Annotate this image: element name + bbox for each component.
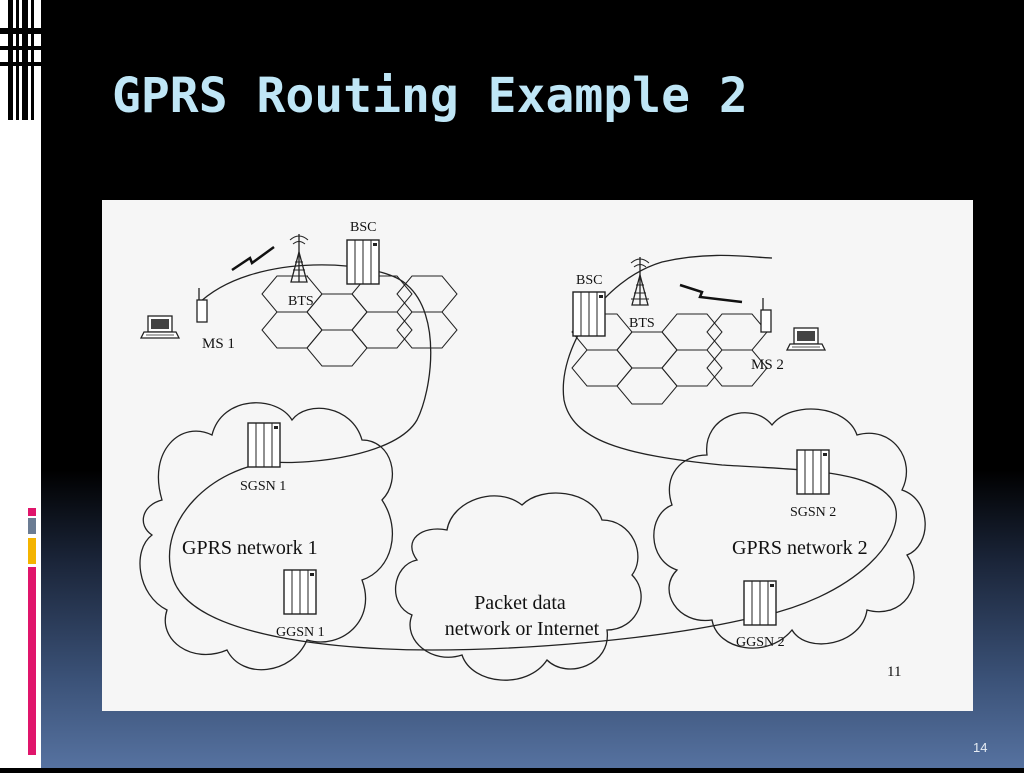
slide-number: 14 [973,740,988,755]
gprs-routing-diagram: BSC BTS MS 1 BSC BTS MS 2 SGSN 1 GPRS ne… [102,200,973,711]
ms1-phone-icon [196,287,208,323]
bts-right-tower-icon [630,256,650,306]
bts-left-tower-icon [289,233,309,283]
left-decor-graphic [0,0,41,755]
label-sgsn2: SGSN 2 [790,505,836,520]
label-pdn-line1: Packet data [474,592,566,614]
label-bsc-right: BSC [576,273,602,288]
label-sgsn1: SGSN 1 [240,479,286,494]
label-bts-left: BTS [288,294,314,309]
routing-path [169,254,897,651]
ms2-phone-icon [760,297,772,333]
label-bts-right: BTS [629,316,655,331]
sgsn1-rack-icon [247,422,281,468]
ggsn2-rack-icon [743,580,777,626]
label-pdn-line2: network or Internet [445,618,600,640]
bsc-left-rack-icon [346,239,380,285]
label-ms2: MS 2 [751,357,784,373]
stripe-pattern [0,0,41,120]
accent-bar-slate [28,518,36,534]
label-ggsn1: GGSN 1 [276,625,325,640]
label-network2: GPRS network 2 [732,537,868,559]
diagram-canvas: BSC BTS MS 1 BSC BTS MS 2 SGSN 1 GPRS ne… [139,220,926,681]
label-ms1: MS 1 [202,336,235,352]
ms1-laptop-icon [140,315,180,339]
label-network1: GPRS network 1 [182,537,318,559]
radio-link-left [231,245,275,272]
cloud-packet-data-network [395,492,642,681]
accent-bar-pink-tall [28,567,36,755]
slide-title: GPRS Routing Example 2 [112,68,748,124]
cloud-gprs-network-2 [653,408,926,649]
cloud-gprs-network-1 [139,402,394,671]
accent-bar-gold [28,538,36,564]
bsc-right-rack-icon [572,291,606,337]
figure-page-number: 11 [887,664,901,680]
label-ggsn2: GGSN 2 [736,635,785,650]
ms2-laptop-icon [786,327,826,351]
sgsn2-rack-icon [796,449,830,495]
label-bsc-left: BSC [350,220,376,235]
left-decor-strip [0,0,41,768]
accent-bar-pink-small [28,508,36,516]
radio-link-right [679,283,743,304]
ggsn1-rack-icon [283,569,317,615]
